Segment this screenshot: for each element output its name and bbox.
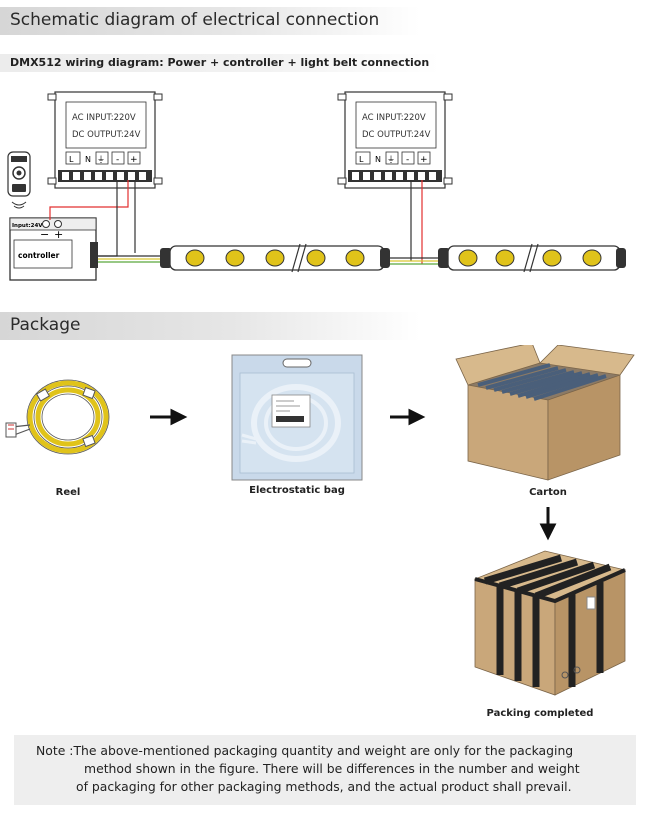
- wiring-subtitle-bar: DMX512 wiring diagram: Power + controlle…: [0, 54, 440, 72]
- psu1-output-text: DC OUTPUT:24V: [72, 130, 141, 140]
- psu1-terminal-labels: L N ⏚ - +: [65, 151, 141, 165]
- controller-input-label: Input:24V: [12, 223, 43, 229]
- reel-label: Reel: [55, 487, 81, 498]
- package-diagram: [5, 345, 635, 696]
- controller-label: controller: [18, 251, 60, 260]
- wiring-subtitle: DMX512 wiring diagram: Power + controlle…: [10, 56, 430, 69]
- bag-label: Electrostatic bag: [249, 485, 345, 496]
- note-line-1: Note :The above-mentioned packaging quan…: [36, 743, 574, 758]
- psu1-terminal-n: N: [85, 155, 91, 164]
- section-title: Package: [10, 315, 81, 335]
- section-header-package: Package: [0, 312, 420, 340]
- psu1-terminal-minus: -: [116, 155, 119, 165]
- note-box: Note :The above-mentioned packaging quan…: [14, 735, 636, 805]
- closed-carton-icon: [473, 550, 627, 696]
- psu2-terminal-plus: +: [420, 155, 428, 165]
- led-string-1: [160, 243, 390, 273]
- psu2-terminal-minus: -: [406, 155, 409, 165]
- controller-minus-label: −: [40, 228, 49, 241]
- reel-icon: [5, 379, 110, 455]
- wires: [49, 180, 440, 265]
- controller-plus-label: +: [54, 228, 63, 241]
- psu1-screw-terminals: [58, 170, 152, 182]
- electrostatic-bag-icon: [231, 354, 363, 481]
- psu2-input-text: AC INPUT:220V: [362, 113, 426, 123]
- psu2-screw-terminals: [348, 170, 442, 182]
- note-line-2: method shown in the figure. There will b…: [84, 761, 580, 776]
- arrow-right-icon: [390, 408, 426, 426]
- wiring-diagram: AC INPUT:220V DC OUTPUT:24V L N ⏚ - + A: [7, 91, 626, 281]
- psu2-terminal-labels: L N ⏚ - +: [355, 151, 431, 165]
- psu2-terminal-l: L: [359, 155, 364, 164]
- led-string-2: [438, 243, 626, 273]
- note-line-3: of packaging for other packaging methods…: [76, 779, 572, 794]
- psu2-terminal-ground: ⏚: [387, 155, 395, 164]
- packing-completed-label: Packing completed: [486, 708, 594, 719]
- psu2-output-text: DC OUTPUT:24V: [362, 130, 431, 140]
- arrow-right-icon: [150, 408, 188, 426]
- psu2-terminal-n: N: [375, 155, 381, 164]
- psu1-terminal-ground: ⏚: [97, 155, 105, 164]
- open-carton-icon: [455, 345, 635, 481]
- psu1-terminal-plus: +: [130, 155, 138, 165]
- psu1-input-text: AC INPUT:220V: [72, 113, 136, 123]
- remote-icon: [7, 151, 31, 209]
- psu1-terminal-l: L: [69, 155, 74, 164]
- section-header-schematic: Schematic diagram of electrical connecti…: [0, 7, 420, 35]
- controller-box: Input:24V − + controller: [9, 217, 98, 281]
- power-supply-2: AC INPUT:220V DC OUTPUT:24V L N ⏚ - +: [337, 91, 453, 189]
- arrow-down-icon: [539, 507, 557, 541]
- section-title: Schematic diagram of electrical connecti…: [10, 10, 380, 30]
- power-supply-1: AC INPUT:220V DC OUTPUT:24V L N ⏚ - +: [47, 91, 163, 189]
- carton-label: Carton: [529, 487, 567, 498]
